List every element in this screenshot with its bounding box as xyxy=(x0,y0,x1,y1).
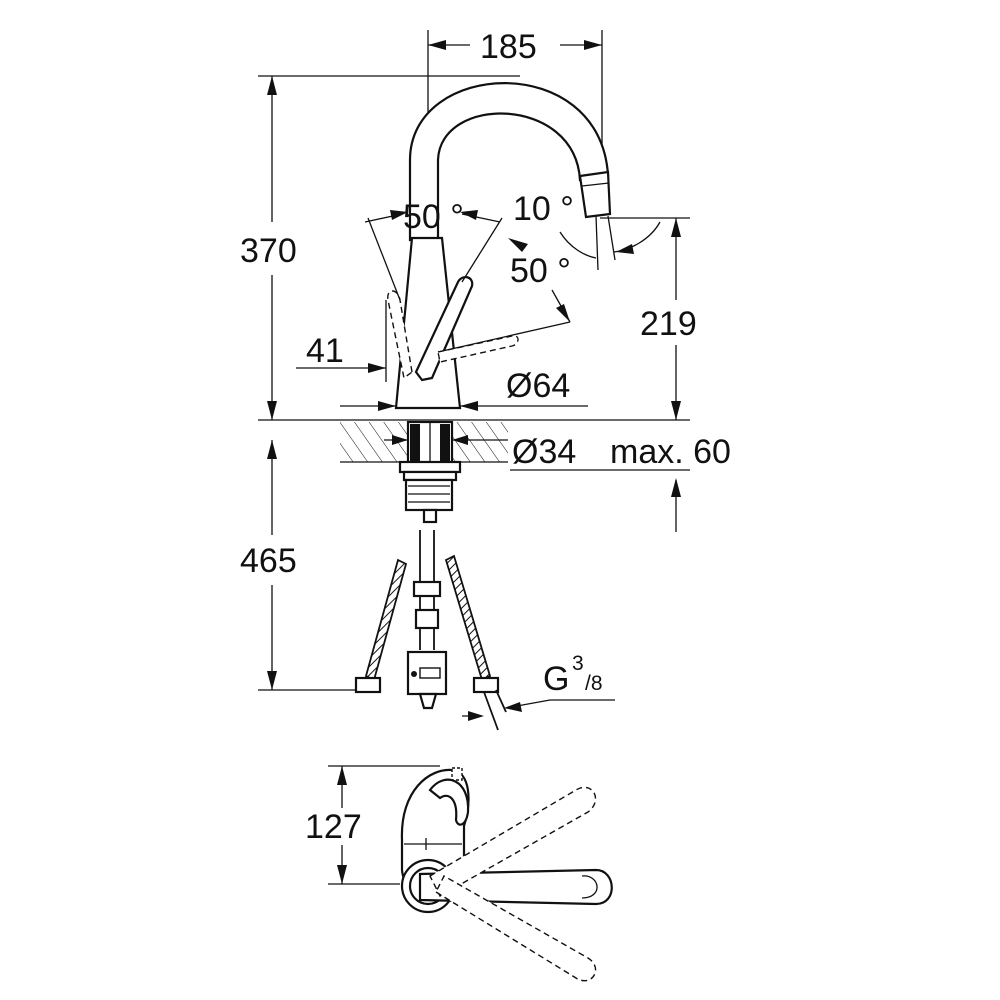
dimension-diameter-64: Ø64 xyxy=(340,367,588,411)
supply-hoses xyxy=(354,530,507,731)
left-supply-hose xyxy=(364,558,408,682)
dim-370-label: 370 xyxy=(240,232,297,270)
faucet-body xyxy=(394,236,462,410)
dim-34-label: Ø34 xyxy=(512,433,576,471)
lever-angle-label: 50 ° xyxy=(403,198,464,236)
right-supply-hose xyxy=(444,554,492,682)
lever-angle-50: 50 ° xyxy=(364,198,571,353)
spray-angles: 10 ° 50 ° xyxy=(508,190,690,290)
connection-denominator: /8 xyxy=(585,672,603,695)
max-60-label: max. 60 xyxy=(610,433,731,471)
dim-127-label: 127 xyxy=(305,808,362,846)
plan-view: 127 xyxy=(305,765,613,982)
dim-465-label: 465 xyxy=(240,542,297,580)
right-hose-nut xyxy=(472,676,500,694)
dimension-219: 219 xyxy=(640,218,697,420)
spray-angle-label: 10 ° xyxy=(513,190,574,228)
mounting-shank xyxy=(398,420,462,524)
spout xyxy=(408,82,612,242)
dimension-465: 465 xyxy=(240,440,360,691)
spray-head xyxy=(578,170,612,219)
dim-64-label: Ø64 xyxy=(506,367,570,405)
lever-solid xyxy=(414,276,474,382)
connection-numerator: 3 xyxy=(572,652,584,675)
connection-g-label: G xyxy=(543,660,569,698)
dimension-diameter-34: Ø34 max. 60 xyxy=(384,433,731,532)
spout-angle-label: 50 ° xyxy=(510,252,571,290)
dim-41-label: 41 xyxy=(306,332,344,370)
dim-219-label: 219 xyxy=(640,305,697,343)
lever-right-position xyxy=(437,335,519,363)
connection-label: G 3 /8 xyxy=(462,652,615,721)
plan-spout-upper xyxy=(429,786,597,897)
plan-spout-lower xyxy=(435,875,597,982)
dimension-185: 185 xyxy=(427,28,603,200)
hose-clip xyxy=(412,580,442,598)
dim-185-label: 185 xyxy=(480,28,537,66)
dimension-41: 41 xyxy=(296,300,387,382)
left-hose-nut xyxy=(354,676,382,694)
countertop-section xyxy=(340,422,508,463)
dimension-370: 370 xyxy=(240,75,520,420)
